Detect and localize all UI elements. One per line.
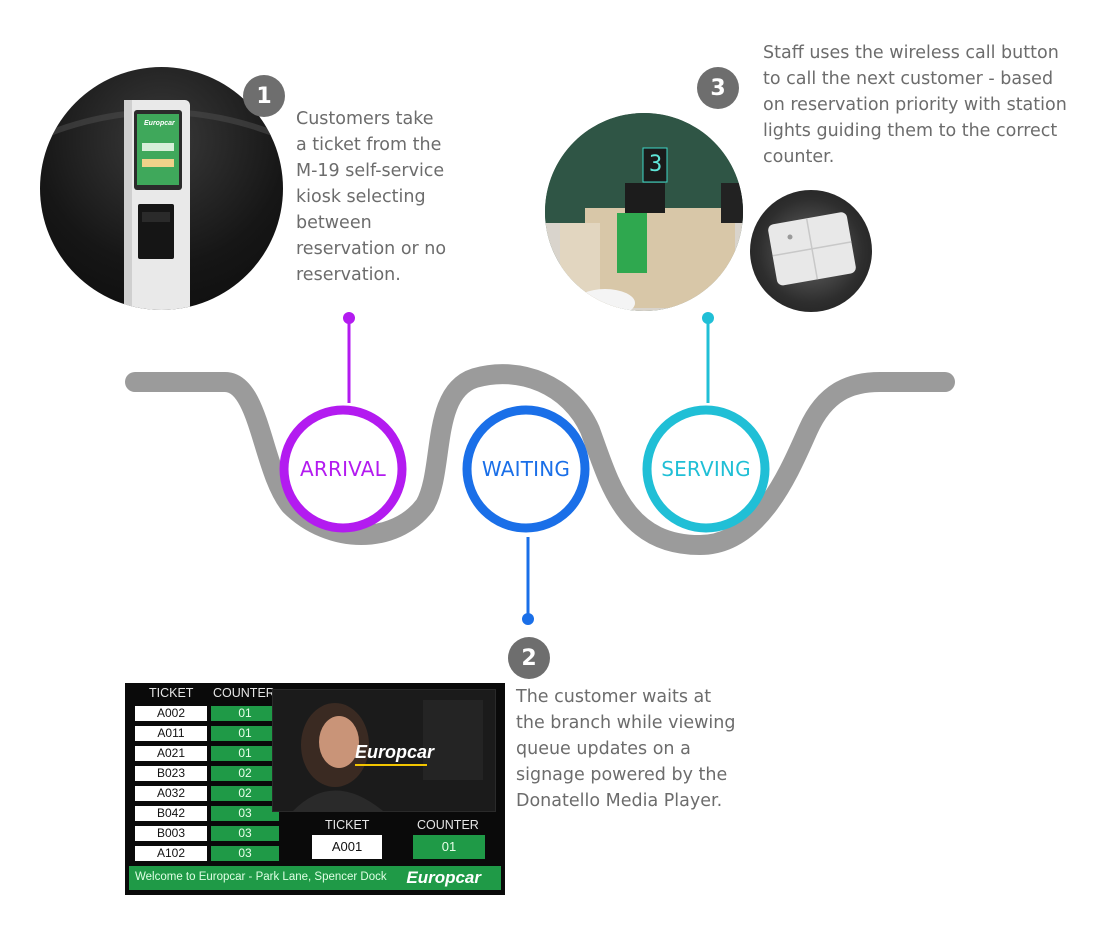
arrival-description-line: M-19 self-service	[296, 161, 445, 181]
serving-connector-dot	[702, 312, 714, 324]
serving-description: Staff uses the wireless call button to c…	[763, 40, 1067, 170]
counter-station-number: 3	[649, 152, 663, 177]
queue-ticket: A021	[135, 746, 207, 761]
serving-description-line: on reservation priority with station	[763, 95, 1067, 115]
queue-counter: 01	[211, 746, 279, 761]
promo-europcar-logo: Europcar	[355, 742, 435, 762]
counter-photo: 3	[545, 113, 743, 311]
stage-label-arrival: ARRIVAL	[300, 457, 386, 481]
queue-ticket: B003	[135, 826, 207, 841]
arrival-description-line: a ticket from the	[296, 135, 442, 155]
queue-ticket: A002	[135, 706, 207, 721]
kiosk-illustration	[40, 100, 283, 310]
current-ticket-header: TICKET	[325, 818, 370, 832]
arrival-description-line: kiosk selecting	[296, 187, 426, 207]
queue-counter: 02	[211, 766, 279, 781]
promo-logo-underline	[355, 764, 427, 766]
signage-counter-header: COUNTER	[213, 686, 275, 700]
current-counter-value: 01	[413, 835, 485, 859]
signage-ticket-header: TICKET	[149, 686, 194, 700]
current-ticket-value: A001	[312, 835, 382, 859]
arrival-description-line: Customers take	[296, 109, 434, 129]
waiting-description: The customer waits at the branch while v…	[516, 684, 736, 814]
waiting-description-line: Donatello Media Player.	[516, 791, 723, 811]
queue-ticket: A011	[135, 726, 207, 741]
waiting-description-line: signage powered by the	[516, 765, 728, 785]
queue-counter: 03	[211, 826, 279, 841]
promo-image	[273, 690, 495, 811]
queue-signage-display: TICKET COUNTER A002 01 A011 01 A021 01 B…	[125, 683, 505, 895]
call-button-illustration	[768, 212, 856, 286]
serving-description-line: Staff uses the wireless call button	[763, 43, 1059, 63]
queue-counter: 01	[211, 726, 279, 741]
serving-description-line: lights guiding them to the correct	[763, 121, 1058, 141]
serving-ring	[642, 405, 770, 533]
serving-description-line: to call the next customer - based	[763, 69, 1054, 89]
kiosk-photo: Europcar	[40, 67, 283, 310]
stage-label-serving: SERVING	[661, 457, 751, 481]
arrival-description-line: between	[296, 213, 372, 233]
arrival-ring	[279, 405, 407, 533]
arrival-description: Customers take a ticket from the M-19 se…	[296, 106, 446, 288]
queue-ticket: B023	[135, 766, 207, 781]
footer-europcar-logo: Europcar	[406, 868, 481, 887]
waiting-description-line: the branch while viewing	[516, 713, 736, 733]
queue-counter: 03	[211, 806, 279, 821]
serving-description-line: counter.	[763, 147, 835, 167]
counter-illustration	[545, 113, 743, 311]
stage-label-waiting: WAITING	[481, 457, 571, 481]
waiting-ring	[462, 405, 590, 533]
signage-footer-text: Welcome to Europcar - Park Lane, Spencer…	[135, 871, 387, 883]
signage-promo-panel: Europcar	[272, 689, 496, 812]
current-counter-header: COUNTER	[417, 818, 479, 832]
step-badge-1: 1	[243, 75, 285, 117]
queue-ticket: A032	[135, 786, 207, 801]
waiting-description-line: The customer waits at	[516, 687, 712, 707]
arrival-description-line: reservation.	[296, 265, 401, 285]
queue-counter: 01	[211, 706, 279, 721]
waiting-connector-dot	[522, 613, 534, 625]
signage-footer: Welcome to Europcar - Park Lane, Spencer…	[129, 866, 501, 890]
step-badge-3: 3	[697, 67, 739, 109]
arrival-connector-dot	[343, 312, 355, 324]
step-badge-2: 2	[508, 637, 550, 679]
queue-ticket: B042	[135, 806, 207, 821]
queue-ticket: A102	[135, 846, 207, 861]
arrival-description-line: reservation or no	[296, 239, 447, 259]
call-button-photo	[750, 190, 872, 312]
queue-counter: 02	[211, 786, 279, 801]
queue-counter: 03	[211, 846, 279, 861]
kiosk-screen-logo: Europcar	[144, 120, 175, 127]
waiting-description-line: queue updates on a	[516, 739, 691, 759]
